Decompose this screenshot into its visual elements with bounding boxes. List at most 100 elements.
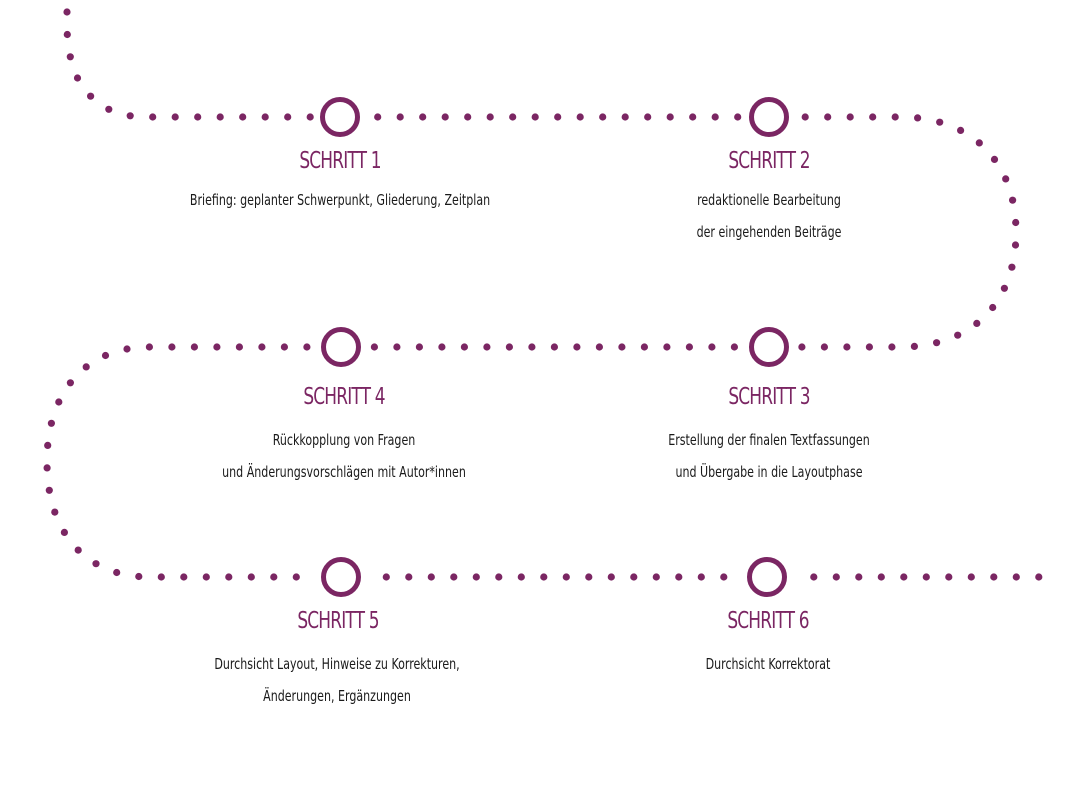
path-dot — [419, 113, 427, 121]
step-4-title: SCHRITT 4 — [303, 384, 385, 410]
path-dot — [855, 573, 863, 581]
path-dot — [202, 573, 210, 581]
path-dot — [1000, 284, 1009, 292]
path-dot — [663, 343, 671, 351]
path-dot — [235, 343, 243, 351]
path-dot — [460, 343, 468, 351]
path-dot — [528, 343, 536, 351]
path-dot — [405, 573, 413, 581]
step-4-line-1: Rückkopplung von Fragen — [272, 431, 416, 449]
path-dot — [396, 113, 404, 121]
path-dot — [438, 343, 446, 351]
path-dot — [464, 113, 472, 121]
path-dot — [697, 573, 705, 581]
path-dot — [113, 568, 121, 577]
path-dot — [280, 343, 288, 351]
path-dot — [1012, 218, 1020, 227]
path-dot — [967, 573, 975, 581]
path-dot — [531, 113, 539, 121]
path-dot — [157, 573, 165, 581]
path-dot — [810, 573, 818, 581]
path-dot — [877, 573, 885, 581]
path-dot — [517, 573, 525, 581]
path-dot — [933, 339, 941, 347]
path-dot — [105, 105, 113, 113]
step-3-line-1: Erstellung der finalen Textfassungen — [668, 431, 870, 449]
path-dot — [550, 343, 559, 351]
step-2-title: SCHRITT 2 — [728, 148, 810, 174]
path-dot — [55, 398, 63, 406]
path-dot — [640, 343, 649, 351]
path-dot — [239, 113, 247, 121]
path-dot — [990, 155, 999, 163]
path-dot — [427, 573, 435, 581]
path-dot — [865, 343, 874, 351]
path-dot — [843, 343, 851, 351]
path-dot — [621, 113, 629, 121]
path-dot — [92, 560, 100, 568]
path-dot — [47, 419, 56, 427]
path-dot — [989, 303, 997, 312]
step-3-node — [749, 327, 789, 367]
path-dot — [74, 546, 82, 554]
path-dot — [954, 331, 962, 339]
path-dot — [975, 139, 983, 147]
path-dot — [270, 573, 278, 581]
path-dot — [820, 343, 829, 351]
step-5-line-2: Änderungen, Ergänzungen — [263, 687, 411, 705]
path-dot — [60, 528, 68, 537]
path-dot — [910, 342, 919, 350]
step-3-title: SCHRITT 3 — [728, 384, 810, 410]
path-dot — [225, 573, 233, 581]
path-dot — [666, 113, 674, 121]
step-6-line-1: Durchsicht Korrektorat — [705, 655, 831, 673]
path-dot — [689, 113, 697, 121]
path-dot — [82, 363, 90, 371]
path-dot — [284, 113, 292, 121]
path-dot — [573, 343, 581, 351]
step-6-node — [747, 557, 787, 597]
path-dot — [66, 379, 74, 387]
path-dot — [370, 343, 378, 351]
step-4-description: Rückkopplung von Fragen und Änderungsvor… — [195, 424, 492, 488]
path-dot — [973, 319, 981, 327]
path-dot — [45, 486, 53, 494]
path-dot — [194, 113, 202, 121]
path-dot — [415, 343, 423, 351]
path-dot — [832, 573, 840, 581]
path-dot — [247, 573, 255, 581]
path-dot — [393, 343, 401, 351]
path-dot — [824, 113, 832, 121]
path-dot — [618, 343, 626, 351]
path-dot — [450, 573, 458, 581]
path-dot — [801, 113, 809, 121]
path-dot — [66, 53, 74, 61]
path-dot — [1012, 573, 1020, 581]
path-dot — [472, 573, 480, 581]
path-dot — [292, 573, 300, 581]
path-dot — [63, 8, 71, 16]
path-dot — [630, 573, 638, 581]
step-4-line-2: und Änderungsvorschlägen mit Autor*innen — [222, 463, 466, 481]
path-dot — [576, 113, 584, 121]
path-dot — [382, 573, 390, 581]
path-dot — [486, 113, 494, 121]
path-dot — [441, 113, 449, 121]
path-dot — [51, 508, 59, 516]
step-5-line-1: Durchsicht Layout, Hinweise zu Korrektur… — [214, 655, 460, 673]
path-dot — [483, 343, 491, 351]
path-dot — [149, 113, 157, 121]
path-dot — [168, 343, 176, 351]
path-dot — [126, 112, 134, 120]
path-dot — [505, 343, 513, 351]
path-dot — [990, 573, 998, 581]
path-dot — [495, 573, 503, 581]
path-dot — [258, 343, 266, 351]
path-dot — [652, 573, 660, 581]
path-dot — [720, 573, 728, 581]
path-dot — [595, 343, 604, 351]
path-dot — [562, 573, 570, 581]
path-dot — [87, 92, 95, 100]
step-1-line-1: Briefing: geplanter Schwerpunkt, Glieder… — [189, 191, 491, 209]
